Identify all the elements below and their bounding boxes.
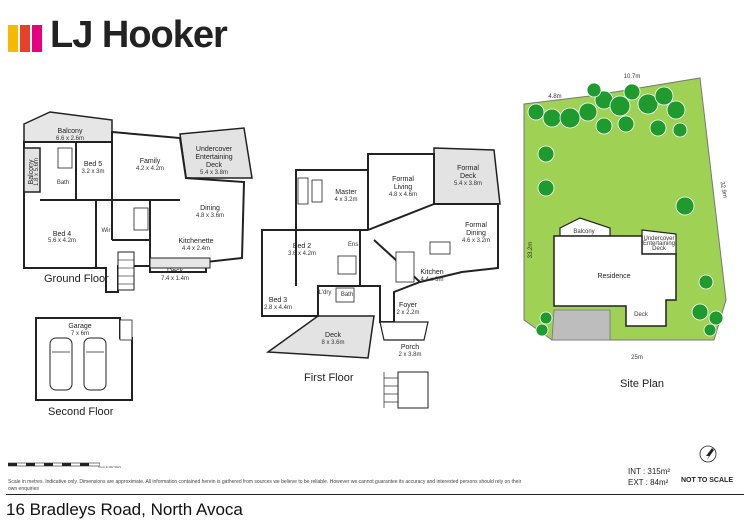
- scale-label: SCALE METRES: [98, 465, 122, 469]
- balcony-side-shape: [23, 147, 41, 193]
- site-plan-label: Site Plan: [620, 378, 665, 390]
- bath-label: Bath: [57, 180, 69, 186]
- brand-logo-icon: [8, 25, 42, 52]
- laundry-label: L'dry: [319, 290, 332, 296]
- site-dim: 32.9m: [719, 181, 728, 198]
- room-name: Kitchen: [420, 269, 443, 276]
- site-dim: 4.8m: [548, 94, 561, 100]
- site-undercover-label: Undercover: [643, 236, 674, 242]
- room-dim: 2 x 3.8m: [398, 352, 421, 358]
- divider: [6, 494, 744, 495]
- room-dim: 4.8 x 3.6m: [196, 213, 224, 219]
- room-name: Formal: [465, 222, 487, 229]
- scale-bar: [8, 462, 100, 467]
- room-dim: 3.6 x 4.2m: [288, 251, 316, 257]
- site-balcony-shape: [559, 217, 611, 237]
- room-name: Dining: [200, 205, 220, 212]
- room-dim: 4.6 x 3.2m: [462, 238, 490, 244]
- area-summary: INT : 315m² EXT : 84m²: [628, 466, 670, 488]
- room-dim: 8 x 3.6m: [321, 340, 344, 346]
- room-name: Bed 3: [269, 297, 287, 304]
- room-name: Balcony: [58, 128, 83, 135]
- room-name: Deck: [206, 162, 222, 169]
- room-dim: 4 x 3.2m: [334, 197, 357, 203]
- room-dim: 4.4 x 3m: [420, 277, 443, 283]
- room-name: Kitchenette: [178, 238, 213, 245]
- room-name: Living: [394, 184, 412, 191]
- site-balcony-label: Balcony: [573, 229, 594, 235]
- room-dim: 6.6 x 2.6m: [56, 136, 84, 142]
- room-name: Entertaining: [195, 154, 232, 161]
- room-dim: 4.2 x 4.2m: [136, 166, 164, 172]
- ground-floor-label: Ground Floor: [44, 273, 109, 285]
- room-name: Deck: [167, 268, 183, 275]
- north-arrow-icon: [699, 445, 717, 463]
- room-name: Deck: [460, 173, 476, 180]
- room-name: Master: [335, 189, 357, 196]
- site-deck-label: Deck: [634, 312, 649, 318]
- first-floor-plan: [261, 147, 501, 409]
- first-floor-label: First Floor: [304, 372, 354, 384]
- room-name: Balcony: [28, 159, 35, 184]
- room-dim: 2.8 x 4.4m: [264, 305, 292, 311]
- room-dim: 5.6 x 4.2m: [48, 238, 76, 244]
- site-dim: 10.7m: [624, 74, 641, 80]
- room-name: Bed 5: [84, 161, 102, 168]
- room-name: Bed 2: [293, 243, 311, 250]
- site-dim: 33.2m: [528, 242, 534, 259]
- room-name: Family: [140, 158, 161, 165]
- site-undercover-label: Deck: [652, 246, 667, 252]
- wir-label: Wir: [102, 228, 111, 234]
- external-area: EXT : 84m²: [628, 478, 669, 487]
- residence-shape: [553, 235, 677, 327]
- property-address: 16 Bradleys Road, North Avoca: [6, 500, 243, 519]
- room-dim: 4.8 x 4.6m: [389, 192, 417, 198]
- trees: [527, 82, 724, 337]
- room-name: Deck: [325, 332, 341, 339]
- second-floor-plan: [35, 317, 133, 401]
- room-name: Dining: [466, 230, 486, 237]
- room-dim: 1.8 x 5.6m: [34, 158, 40, 186]
- residence-label: Residence: [597, 273, 630, 280]
- room-name: Garage: [68, 323, 91, 330]
- internal-area: INT : 315m²: [628, 467, 671, 476]
- ground-floor-plan: [23, 111, 253, 293]
- ensuite-label: Ens.: [348, 242, 360, 248]
- site-dim: 25m: [631, 355, 643, 361]
- not-to-scale: NOT TO SCALE: [681, 477, 733, 484]
- room-dim: 4.4 x 2.4m: [182, 246, 210, 252]
- room-dim: 7.4 x 1.4m: [161, 276, 189, 282]
- room-dim: 7 x 6m: [71, 331, 89, 337]
- brand-name: LJ Hooker: [50, 14, 228, 56]
- site-undercover-label: Entertaining: [643, 241, 675, 247]
- deck-ff-shape: [265, 315, 375, 359]
- room-dim: 5.4 x 3.8m: [200, 170, 228, 176]
- room-dim: 5.4 x 3.8m: [454, 181, 482, 187]
- driveway-shape: [551, 309, 611, 341]
- room-dim: 2 x 2.2m: [396, 310, 419, 316]
- bath-label: Bath: [341, 292, 353, 298]
- room-name: Formal: [457, 165, 479, 172]
- room-name: Porch: [401, 344, 419, 351]
- room-name: Foyer: [399, 302, 418, 309]
- site-plan: [523, 77, 727, 341]
- room-dim: 3.2 x 3m: [81, 169, 104, 175]
- disclaimer: Scale in metres. Indicative only. Dimens…: [8, 479, 522, 492]
- room-name: Formal: [392, 176, 414, 183]
- second-floor-label: Second Floor: [48, 406, 114, 418]
- room-name: Bed 4: [53, 231, 71, 238]
- room-name: Undercover: [196, 146, 233, 153]
